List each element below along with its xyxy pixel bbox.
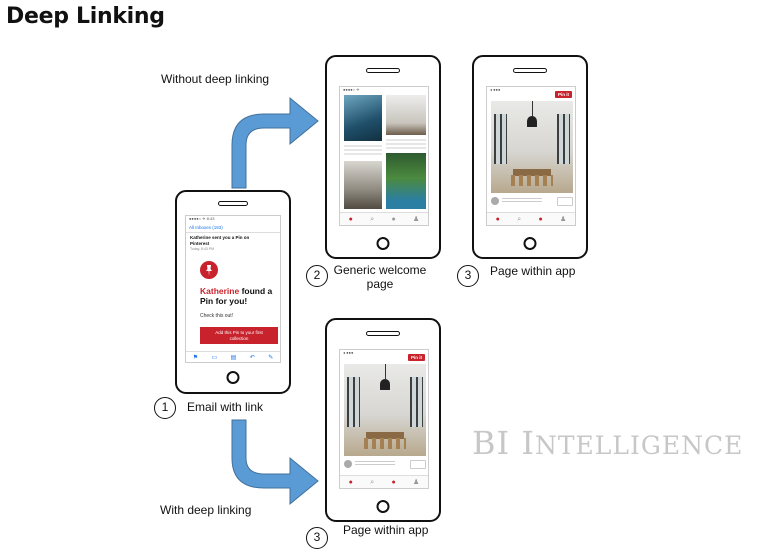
status-bar: ◂ ●●● <box>343 350 354 355</box>
pin-it-button[interactable]: Pin it <box>408 354 425 361</box>
pin-source-text <box>355 461 395 467</box>
status-bar: ●●●●○ ✈ <box>343 87 360 92</box>
home-button-icon <box>376 237 390 250</box>
divider <box>186 232 280 233</box>
add-pin-button[interactable]: Add this Pin to your first collection <box>200 327 278 344</box>
phone-speaker <box>218 201 248 206</box>
profile-icon[interactable]: ♟ <box>413 215 420 223</box>
app-tab-bar: ● ⌕ ● ♟ <box>340 475 428 488</box>
app-tab-bar: ● ⌕ ● ♟ <box>340 212 428 225</box>
feed-image-house <box>344 161 382 209</box>
feed-image-room <box>386 95 426 135</box>
messages-icon[interactable]: ● <box>391 478 396 486</box>
page-title: Deep Linking <box>6 4 165 29</box>
deep-page-phone-top: ◂ ●●● Pin it ● ⌕ ● ♟ <box>472 55 588 259</box>
search-icon[interactable]: ⌕ <box>517 215 522 223</box>
logo-part-bi: BI <box>472 424 522 462</box>
generic-feed-screen: ●●●●○ ✈ ● ⌕ ● ♟ <box>339 86 429 226</box>
deep-page-phone-bottom: ◂ ●●● Pin it ● ⌕ ● ♟ <box>325 318 441 522</box>
avatar <box>491 197 499 205</box>
pin-image-dining-room <box>344 364 426 456</box>
email-toolbar: ⚑ ▭ ▤ ↶ ✎ <box>186 351 280 362</box>
pin-source-text <box>502 198 542 204</box>
step-2-caption-line2: page <box>366 277 394 291</box>
home-button-icon <box>226 371 240 384</box>
feed-caption-2 <box>386 139 426 149</box>
pin-detail-screen-deep: ◂ ●●● Pin it ● ⌕ ● ♟ <box>339 349 429 489</box>
avatar <box>344 460 352 468</box>
generic-welcome-phone: ●●●●○ ✈ ● ⌕ ● ♟ <box>325 55 441 259</box>
headline-name: Katherine <box>200 286 240 296</box>
pinterest-pin-icon <box>200 261 218 279</box>
step-3-caption-bottom: Page within app <box>343 523 429 537</box>
step-1-caption: Email with link <box>187 400 264 414</box>
pin-image-dining-room <box>491 101 573 193</box>
pin-detail-screen: ◂ ●●● Pin it ● ⌕ ● ♟ <box>486 86 576 226</box>
logo-part-i: I <box>521 424 535 462</box>
messages-icon[interactable]: ● <box>391 215 396 223</box>
reply-icon[interactable]: ↶ <box>249 354 255 361</box>
home-button-icon <box>523 237 537 250</box>
headline-rest: found a <box>239 286 273 296</box>
phone-speaker <box>513 68 547 73</box>
email-subject-line1: Katherine sent you a Pin on <box>190 235 250 240</box>
email-headline-line2: Pin for you! <box>200 296 248 306</box>
status-bar: ◂ ●●● <box>490 87 501 92</box>
flag-icon[interactable]: ⚑ <box>192 354 199 361</box>
pinterest-tab-icon[interactable]: ● <box>495 215 500 223</box>
compose-icon[interactable]: ✎ <box>268 354 274 361</box>
email-phone: ●●●●○ ✈ 8:43 All Inboxes (183) Katherine… <box>175 190 291 394</box>
pinterest-tab-icon[interactable]: ● <box>348 478 353 486</box>
email-headline-line1: Katherine found a <box>200 286 272 296</box>
home-button-icon <box>376 500 390 513</box>
messages-icon[interactable]: ● <box>538 215 543 223</box>
add-pin-button-line2: collection <box>229 335 249 341</box>
step-number-2: 2 <box>306 265 328 287</box>
step-number-1: 1 <box>154 397 176 419</box>
arrow-down-right-icon <box>231 419 319 506</box>
search-icon[interactable]: ⌕ <box>370 215 375 223</box>
app-tab-bar: ● ⌕ ● ♟ <box>487 212 575 225</box>
feed-image-garden <box>386 153 426 209</box>
visit-button[interactable] <box>410 460 426 469</box>
inbox-header[interactable]: All Inboxes (183) <box>189 225 223 230</box>
email-date: Today, 8:43 PM <box>190 247 215 251</box>
step-number-3-top: 3 <box>457 265 479 287</box>
feed-caption-1 <box>344 145 382 157</box>
phone-speaker <box>366 331 400 336</box>
status-bar: ●●●●○ ✈ 8:43 <box>189 216 215 221</box>
with-deep-linking-label: With deep linking <box>160 503 252 517</box>
step-2-caption-line1: Generic welcome <box>333 263 427 277</box>
without-deep-linking-label: Without deep linking <box>161 72 270 86</box>
step-2-caption: Generic welcome page <box>329 263 431 291</box>
email-subject-line2: Pinterest <box>190 241 210 246</box>
pin-it-button[interactable]: Pin it <box>555 91 572 98</box>
email-screen: ●●●●○ ✈ 8:43 All Inboxes (183) Katherine… <box>185 215 281 363</box>
feed-image-pool <box>344 95 382 141</box>
profile-icon[interactable]: ♟ <box>413 478 420 486</box>
step-3-caption-top: Page within app <box>490 264 576 278</box>
arrow-up-right-icon <box>231 96 319 189</box>
folder-icon[interactable]: ▭ <box>211 354 218 361</box>
archive-icon[interactable]: ▤ <box>230 354 237 361</box>
logo-part-ntelligence: NTELLIGENCE <box>534 431 744 460</box>
phone-speaker <box>366 68 400 73</box>
search-icon[interactable]: ⌕ <box>370 478 375 486</box>
bi-intelligence-logo: BI INTELLIGENCE <box>472 424 743 462</box>
add-pin-button-line1: Add this Pin to your first <box>215 329 263 335</box>
step-number-3-bottom: 3 <box>306 527 328 549</box>
pinterest-tab-icon[interactable]: ● <box>348 215 353 223</box>
email-body-text: Check this out! <box>200 313 234 319</box>
profile-icon[interactable]: ♟ <box>560 215 567 223</box>
visit-button[interactable] <box>557 197 573 206</box>
